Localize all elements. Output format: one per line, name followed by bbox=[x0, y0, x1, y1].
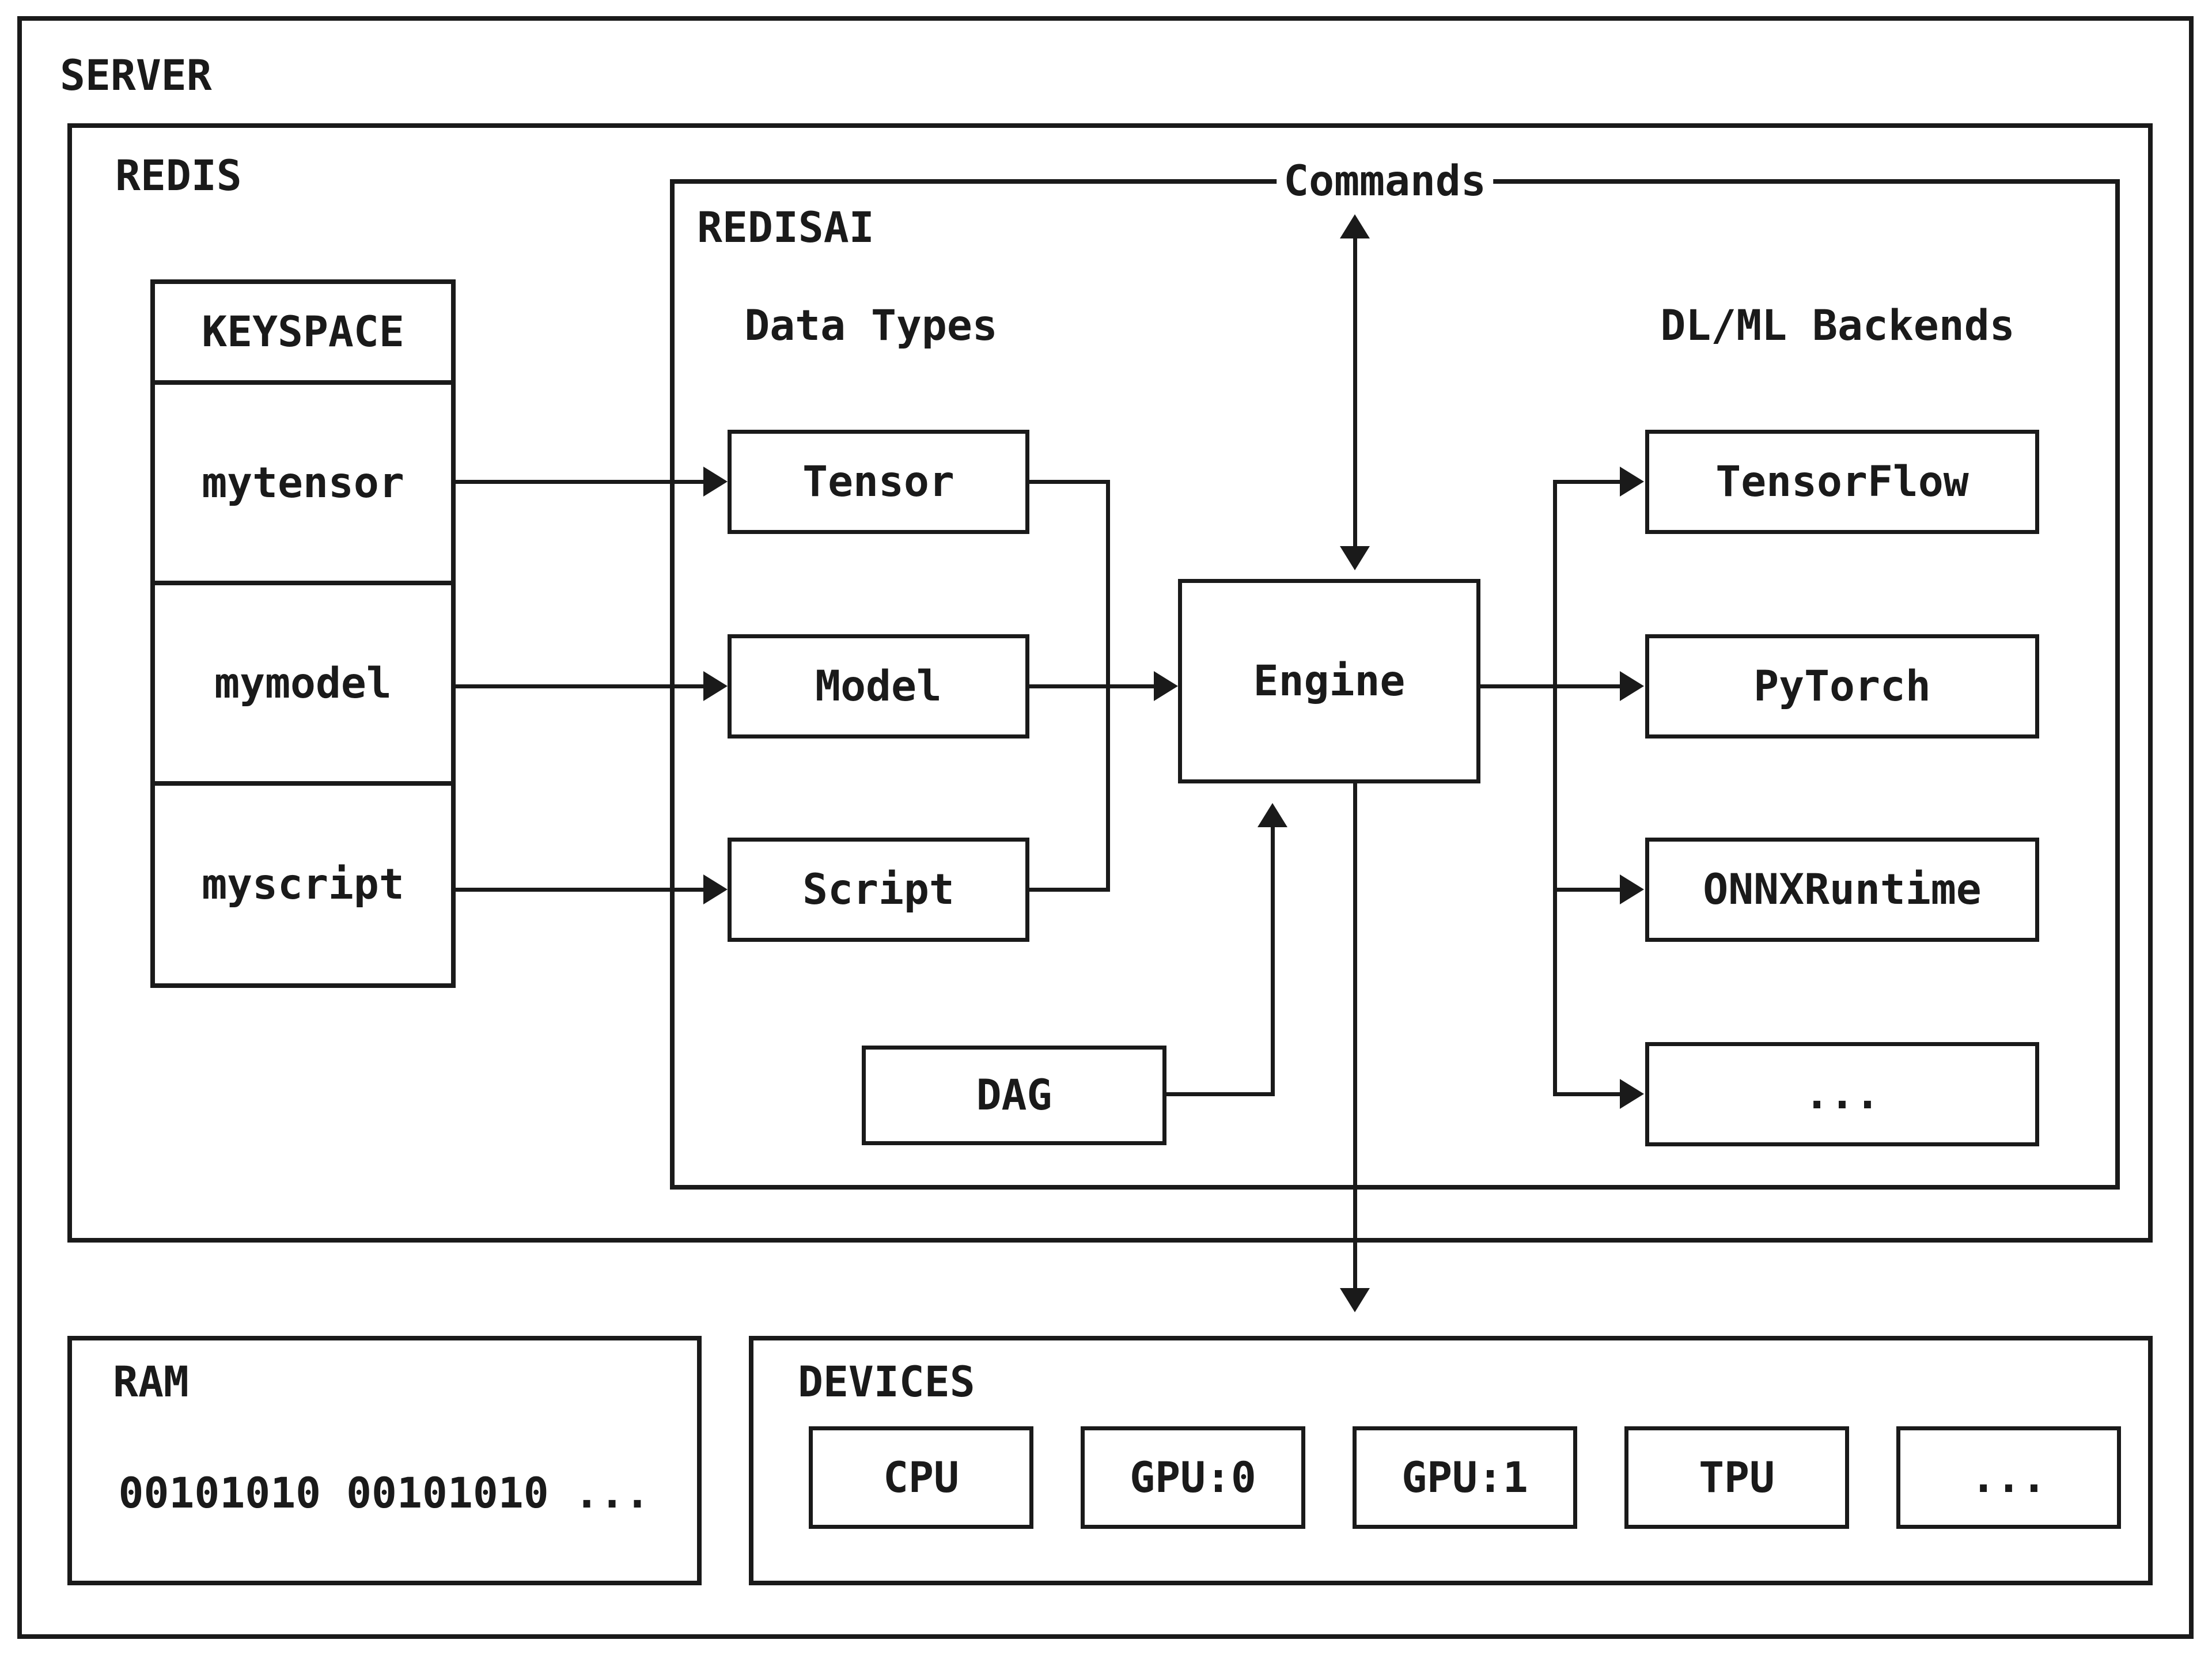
arrow-mymodel-model-head bbox=[703, 671, 728, 701]
redisai-label: REDISAI bbox=[697, 203, 874, 252]
device-tpu-box: TPU bbox=[1624, 1426, 1849, 1529]
keyspace-header: KEYSPACE bbox=[202, 308, 404, 357]
engine-devices-line bbox=[1353, 783, 1357, 1289]
commands-label: Commands bbox=[1277, 156, 1493, 207]
arrow-mymodel-model-line bbox=[456, 684, 706, 688]
commands-arrow-line bbox=[1353, 236, 1357, 548]
branch-onnxruntime-line bbox=[1555, 888, 1623, 892]
server-label: SERVER bbox=[60, 51, 212, 100]
arrow-model-engine-line bbox=[1029, 684, 1156, 688]
keyspace-key-myscript: myscript bbox=[155, 781, 451, 983]
commands-arrow-up-head bbox=[1340, 214, 1370, 238]
script-elbow-line bbox=[1029, 888, 1110, 892]
arrow-model-engine-head bbox=[1154, 671, 1178, 701]
engine-box: Engine bbox=[1178, 579, 1480, 783]
device-cpu-box: CPU bbox=[809, 1426, 1033, 1529]
branch-onnxruntime-head bbox=[1620, 874, 1644, 904]
devices-label: DEVICES bbox=[798, 1358, 975, 1407]
arrow-mytensor-tensor-head bbox=[703, 467, 728, 497]
branch-backend-more-line bbox=[1555, 1092, 1623, 1096]
ram-content: 00101010 00101010 ... bbox=[118, 1469, 650, 1518]
onnxruntime-box: ONNXRuntime bbox=[1645, 838, 2039, 942]
ram-box bbox=[67, 1336, 702, 1585]
arrow-dag-engine-head bbox=[1257, 803, 1287, 827]
data-types-heading: Data Types bbox=[744, 301, 998, 350]
backend-more-box: ... bbox=[1645, 1042, 2039, 1146]
redis-box bbox=[67, 123, 2153, 1243]
arrow-myscript-script-head bbox=[703, 874, 728, 904]
arrow-engine-pytorch-head bbox=[1620, 671, 1644, 701]
dag-box: DAG bbox=[862, 1046, 1166, 1145]
device-more-box: ... bbox=[1896, 1426, 2121, 1529]
server-box bbox=[17, 16, 2194, 1639]
keyspace-key-mymodel: mymodel bbox=[155, 581, 451, 781]
redis-label: REDIS bbox=[115, 152, 242, 200]
backends-heading: DL/ML Backends bbox=[1660, 301, 2015, 350]
branch-tensorflow-line bbox=[1555, 480, 1623, 484]
dag-elbow-h-line bbox=[1166, 1092, 1275, 1096]
tensorflow-box: TensorFlow bbox=[1645, 430, 2039, 534]
device-gpu0-box: GPU:0 bbox=[1081, 1426, 1305, 1529]
device-gpu1-box: GPU:1 bbox=[1353, 1426, 1577, 1529]
model-box: Model bbox=[728, 634, 1029, 738]
arrow-engine-pytorch-line bbox=[1480, 684, 1622, 688]
arrow-engine-devices-head bbox=[1340, 1288, 1370, 1312]
branch-tensorflow-head bbox=[1620, 467, 1644, 497]
branch-backend-more-head bbox=[1620, 1079, 1644, 1109]
arrow-myscript-script-line bbox=[456, 888, 706, 892]
pytorch-box: PyTorch bbox=[1645, 634, 2039, 738]
tensor-box: Tensor bbox=[728, 430, 1029, 534]
arrow-mytensor-tensor-line bbox=[456, 480, 706, 484]
script-box: Script bbox=[728, 838, 1029, 942]
tensor-elbow-line bbox=[1029, 480, 1110, 484]
dag-elbow-v-line bbox=[1271, 827, 1275, 1096]
commands-arrow-down-head bbox=[1340, 546, 1370, 570]
keyspace-box: KEYSPACE mytensor mymodel myscript bbox=[150, 279, 456, 988]
keyspace-key-mytensor: mytensor bbox=[155, 380, 451, 581]
ram-label: RAM bbox=[113, 1358, 189, 1407]
backends-trunk-line bbox=[1553, 480, 1557, 1096]
devices-box bbox=[749, 1336, 2153, 1585]
